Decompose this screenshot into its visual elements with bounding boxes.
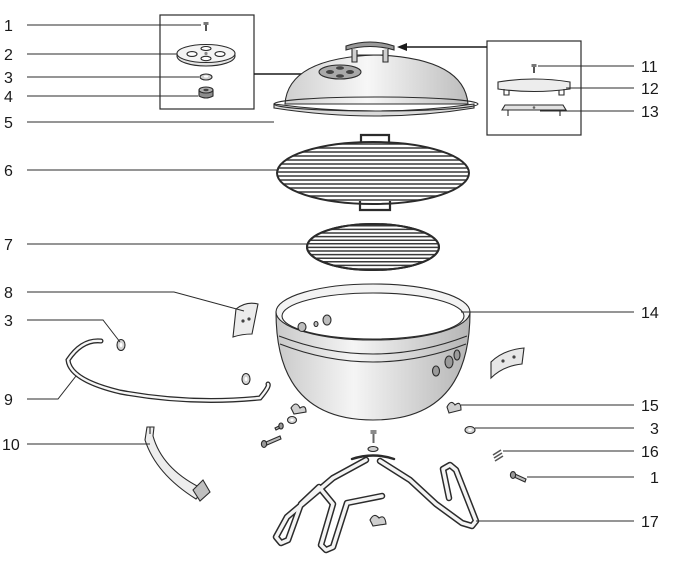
handle-top bbox=[497, 78, 571, 96]
leg-bolt-left-2 bbox=[274, 422, 284, 431]
callout-4: 4 bbox=[4, 89, 13, 106]
callout-11: 11 bbox=[641, 59, 658, 76]
grill-bowl bbox=[275, 283, 471, 421]
callout-12: 12 bbox=[641, 81, 659, 98]
callout-9: 9 bbox=[4, 392, 13, 409]
damper-nut bbox=[198, 86, 214, 99]
callout-8: 8 bbox=[4, 285, 13, 302]
leader-lines bbox=[27, 24, 634, 522]
callout-labels: 1 2 3 4 5 6 7 8 3 9 10 11 12 13 14 15 3 … bbox=[2, 18, 659, 531]
leg-bolt-center bbox=[367, 430, 379, 453]
handle-screw bbox=[531, 64, 537, 73]
callout-10: 10 bbox=[2, 437, 20, 454]
leg-bolt-left bbox=[260, 435, 282, 448]
callout-1b: 1 bbox=[650, 470, 659, 487]
lid-handle bbox=[345, 41, 395, 63]
damper-screw bbox=[203, 22, 209, 31]
callout-6: 6 bbox=[4, 163, 13, 180]
leg-spring bbox=[492, 449, 504, 462]
washer-right bbox=[464, 425, 476, 435]
callout-14: 14 bbox=[641, 305, 659, 322]
callout-17: 17 bbox=[641, 514, 659, 531]
washer-bowl-left bbox=[241, 372, 251, 386]
callout-1: 1 bbox=[4, 18, 13, 35]
wing-nut-bottom bbox=[369, 514, 387, 527]
callout-3: 3 bbox=[4, 70, 13, 87]
lid-vent bbox=[318, 64, 362, 80]
washer-left bbox=[116, 338, 126, 352]
callout-7: 7 bbox=[4, 237, 13, 254]
callout-2: 2 bbox=[4, 47, 13, 64]
wing-nut-right bbox=[446, 401, 462, 414]
callout-3b: 3 bbox=[4, 313, 13, 330]
wing-nut-left bbox=[290, 403, 307, 415]
handle-inset bbox=[486, 40, 582, 136]
damper-washer bbox=[199, 73, 213, 81]
charcoal-grate bbox=[306, 223, 440, 271]
cooking-grate bbox=[276, 133, 470, 212]
callout-13: 13 bbox=[641, 104, 659, 121]
grill-lid bbox=[273, 41, 479, 117]
damper-plate bbox=[176, 43, 236, 67]
callout-5: 5 bbox=[4, 115, 13, 132]
bowl-handle bbox=[65, 338, 271, 403]
ash-catcher-leg bbox=[144, 426, 211, 502]
callout-3c: 3 bbox=[650, 421, 659, 438]
handle-bracket-right bbox=[490, 347, 525, 380]
handle-bracket-left bbox=[232, 302, 259, 338]
grill-legs bbox=[272, 454, 480, 554]
callout-16: 16 bbox=[641, 444, 659, 461]
callout-15: 15 bbox=[641, 398, 659, 415]
damper-inset bbox=[159, 14, 255, 110]
washer-front-left bbox=[286, 415, 298, 425]
leg-screw-right bbox=[509, 471, 527, 483]
